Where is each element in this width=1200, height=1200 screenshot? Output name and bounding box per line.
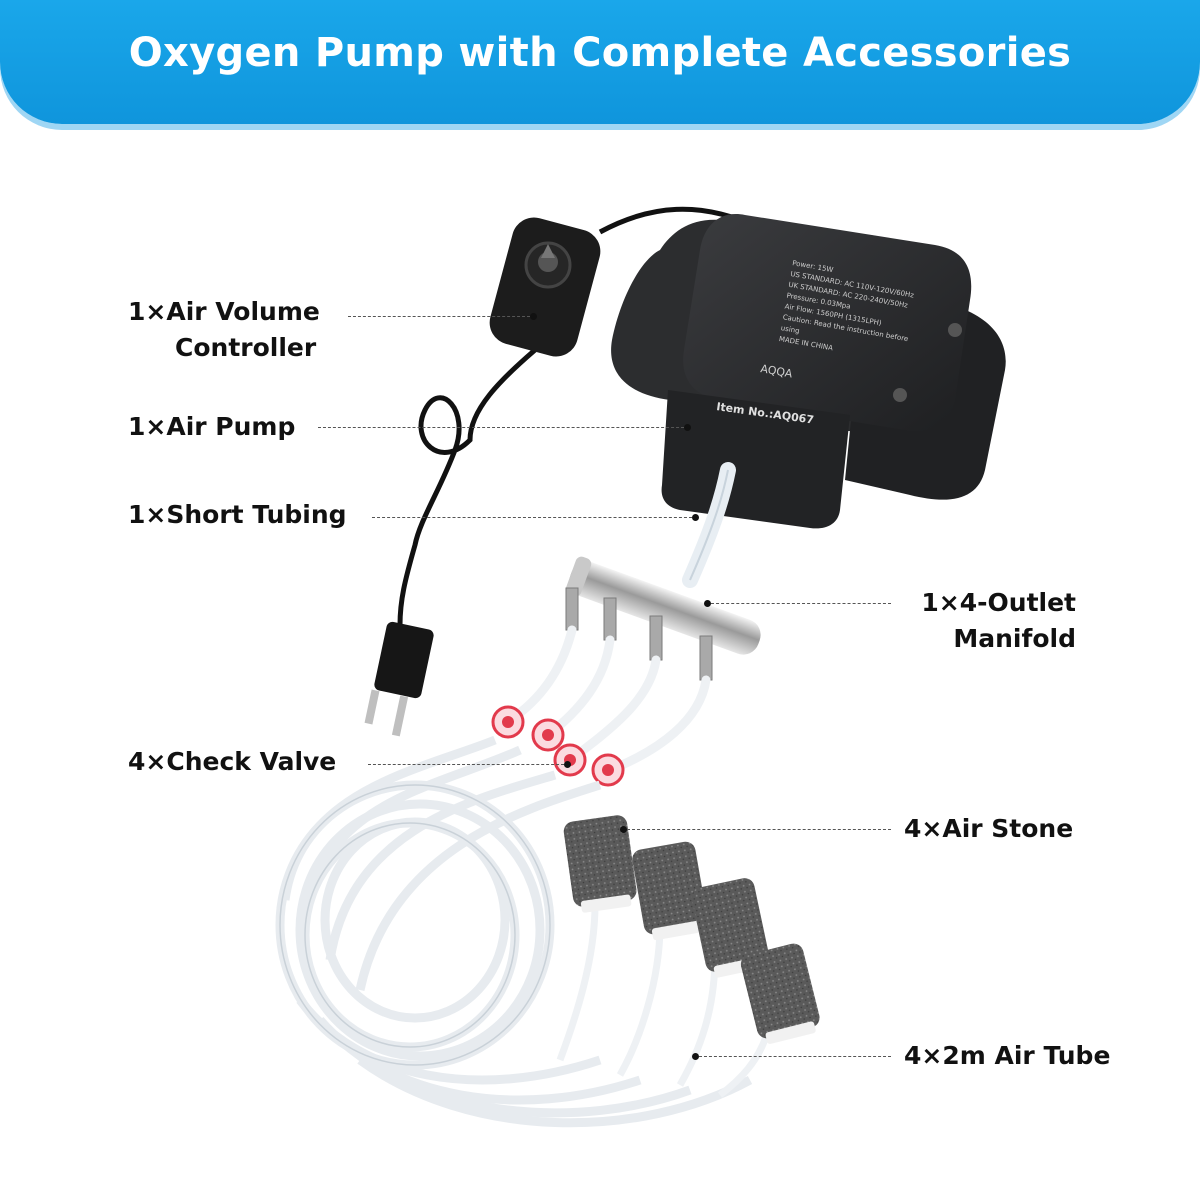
air-stones [563, 815, 820, 1044]
air-stone-stems [556, 904, 772, 1098]
pump-brand-logo: AQQA [759, 362, 793, 380]
leader-manifold [711, 603, 891, 604]
leader-air-stone [627, 829, 891, 830]
label-manifold-line1: 1×4-Outlet [921, 588, 1076, 617]
label-air-volume-controller: 1×Air Volume Controller [128, 294, 320, 366]
leader-air-volume-controller [348, 316, 530, 317]
label-air-stone: 4×Air Stone [904, 814, 1074, 843]
dot-air-tube [692, 1053, 699, 1060]
dot-air-pump [684, 424, 691, 431]
label-check-valve: 4×Check Valve [128, 747, 337, 776]
four-outlet-manifold [565, 556, 761, 655]
check-valves [491, 705, 625, 787]
label-air-tube: 4×2m Air Tube [904, 1041, 1111, 1070]
air-pump: Power: 15W US STANDARD: AC 110V-120V/60H… [611, 214, 1006, 529]
label-air-pump: 1×Air Pump [128, 412, 296, 441]
power-cord-lower [397, 348, 537, 626]
label-air-volume-controller-line1: 1×Air Volume [128, 297, 320, 326]
label-short-tubing: 1×Short Tubing [128, 500, 347, 529]
air-volume-controller [489, 217, 601, 357]
manifold-outlet-valves [565, 587, 713, 681]
leader-short-tubing [372, 517, 692, 518]
dot-air-stone [620, 826, 627, 833]
dot-air-volume-controller [530, 313, 537, 320]
banner-title: Oxygen Pump with Complete Accessories [128, 30, 1072, 76]
label-manifold: 1×4-Outlet Manifold [880, 585, 1076, 657]
svg-text:using: using [780, 324, 800, 335]
leader-air-tube [699, 1056, 891, 1057]
dot-check-valve [564, 761, 571, 768]
dot-short-tubing [692, 514, 699, 521]
title-banner: Oxygen Pump with Complete Accessories [0, 0, 1200, 124]
label-manifold-line2: Manifold [953, 624, 1076, 653]
dot-manifold [704, 600, 711, 607]
leader-check-valve [368, 764, 564, 765]
label-air-volume-controller-line2: Controller [175, 333, 317, 362]
leader-air-pump [318, 427, 684, 428]
power-plug [364, 621, 434, 737]
